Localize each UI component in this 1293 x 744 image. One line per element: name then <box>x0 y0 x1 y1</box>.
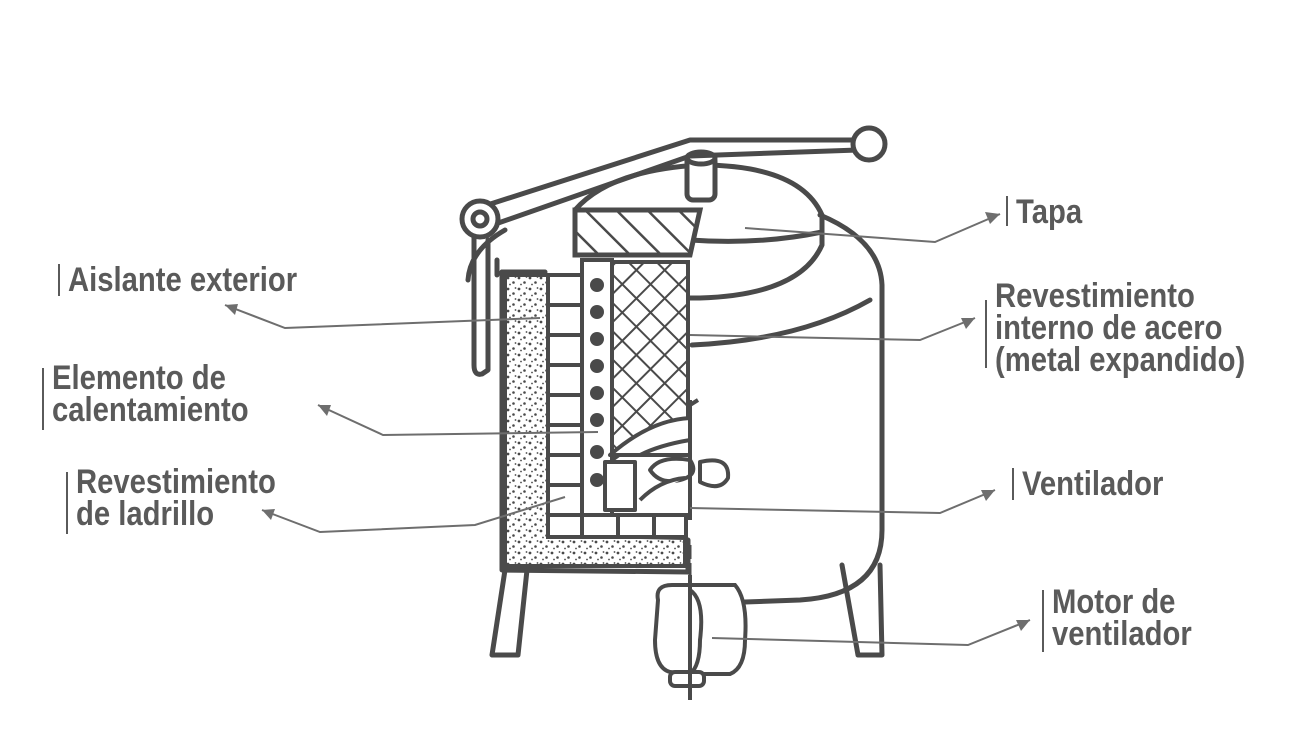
label-acero-line-2: interno de acero <box>995 309 1223 347</box>
shell-top-rim <box>689 297 873 348</box>
lever-post <box>471 233 491 377</box>
label-bar-ladrillo <box>66 472 68 534</box>
lid-rim <box>687 229 825 244</box>
label-acero-line-3: (metal expandido) <box>995 341 1246 379</box>
label-tapa: Tapa <box>1016 193 1083 231</box>
label-elemento-line-1: Elemento de <box>52 359 226 397</box>
label-ladrillo-line-1: Revestimiento <box>76 463 276 501</box>
label-bar-aislante <box>58 264 60 296</box>
leader-ventilador <box>689 489 996 515</box>
leader-acero <box>689 317 976 342</box>
leader-elemento <box>317 404 599 437</box>
label-tapa-line-1: Tapa <box>1016 193 1083 231</box>
label-motor-line-2: ventilador <box>1052 615 1192 653</box>
label-acero-line-1: Revestimiento <box>995 277 1195 315</box>
label-ladrillo-line-2: de ladrillo <box>76 495 215 533</box>
outer-wall-cut <box>499 269 691 575</box>
label-bar-tapa <box>1006 196 1008 226</box>
label-elemento-line-2: calentamiento <box>52 391 249 429</box>
fan <box>603 398 731 520</box>
leader-arrowheads <box>225 212 1030 631</box>
label-elemento-calentamiento: Elemento de calentamiento <box>52 359 249 429</box>
leader-aislante <box>224 304 541 330</box>
label-bar-elemento <box>42 368 44 430</box>
label-revestimiento-ladrillo: Revestimiento de ladrillo <box>76 463 276 533</box>
label-motor-ventilador: Motor de ventilador <box>1052 583 1192 653</box>
label-aislante-exterior: Aislante exterior <box>68 261 298 299</box>
shell-right-side <box>742 212 885 605</box>
leader-motor <box>711 619 1031 647</box>
label-revestimiento-acero: Revestimiento interno de acero (metal ex… <box>995 277 1246 379</box>
lever-ball <box>850 125 888 163</box>
label-bar-acero <box>985 300 987 368</box>
left-leg <box>489 567 530 658</box>
lid-section <box>572 207 704 258</box>
right-leg <box>839 562 885 658</box>
fan-motor <box>652 575 748 700</box>
label-bar-ventilador <box>1012 468 1014 500</box>
label-ventilador-line-1: Ventilador <box>1022 465 1164 503</box>
shell-left-top <box>465 227 508 283</box>
leader-tapa <box>744 213 1001 244</box>
heating-element <box>590 278 604 487</box>
label-bar-motor <box>1042 590 1044 652</box>
label-aislante-line-1: Aislante exterior <box>68 261 298 299</box>
lever-arm <box>475 137 863 211</box>
leader-ladrillo <box>261 496 566 534</box>
label-motor-line-1: Motor de <box>1052 583 1176 621</box>
leader-lines <box>224 213 1031 647</box>
label-ventilador: Ventilador <box>1022 465 1164 503</box>
